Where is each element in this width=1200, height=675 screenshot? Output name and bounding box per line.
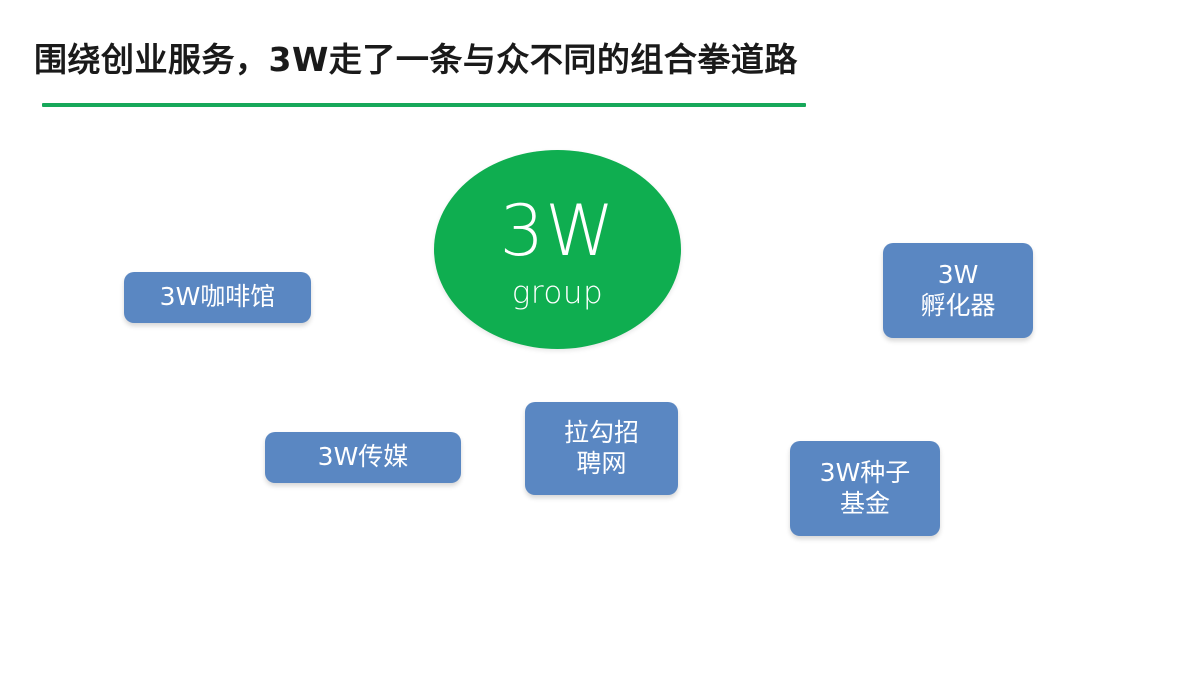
node-label-line2: 聘网 xyxy=(576,448,627,478)
node-3w-media[interactable]: 3W传媒 xyxy=(265,432,461,483)
page-title: 围绕创业服务，3W走了一条与众不同的组合拳道路 xyxy=(34,40,798,79)
hub-sub-label: group xyxy=(511,275,604,311)
hub-main-label: 3W xyxy=(499,190,616,272)
hub-circle-3w-group[interactable]: 3W group xyxy=(434,150,681,349)
node-label-line1: 3W种子 xyxy=(819,458,911,487)
node-label-line1: 3W咖啡馆 xyxy=(159,282,276,312)
node-lagou-recruitment[interactable]: 拉勾招 聘网 xyxy=(525,402,678,495)
node-3w-incubator[interactable]: 3W 孵化器 xyxy=(883,243,1033,338)
node-3w-seed-fund[interactable]: 3W种子 基金 xyxy=(790,441,940,536)
node-3w-cafe[interactable]: 3W咖啡馆 xyxy=(124,272,311,323)
node-label-line2: 孵化器 xyxy=(920,290,996,320)
node-label-line1: 拉勾招 xyxy=(563,418,639,447)
node-label-line1: 3W xyxy=(937,260,979,289)
node-label-line2: 基金 xyxy=(839,488,890,518)
title-underline-rule xyxy=(42,103,806,107)
node-label-line1: 3W传媒 xyxy=(317,442,409,472)
